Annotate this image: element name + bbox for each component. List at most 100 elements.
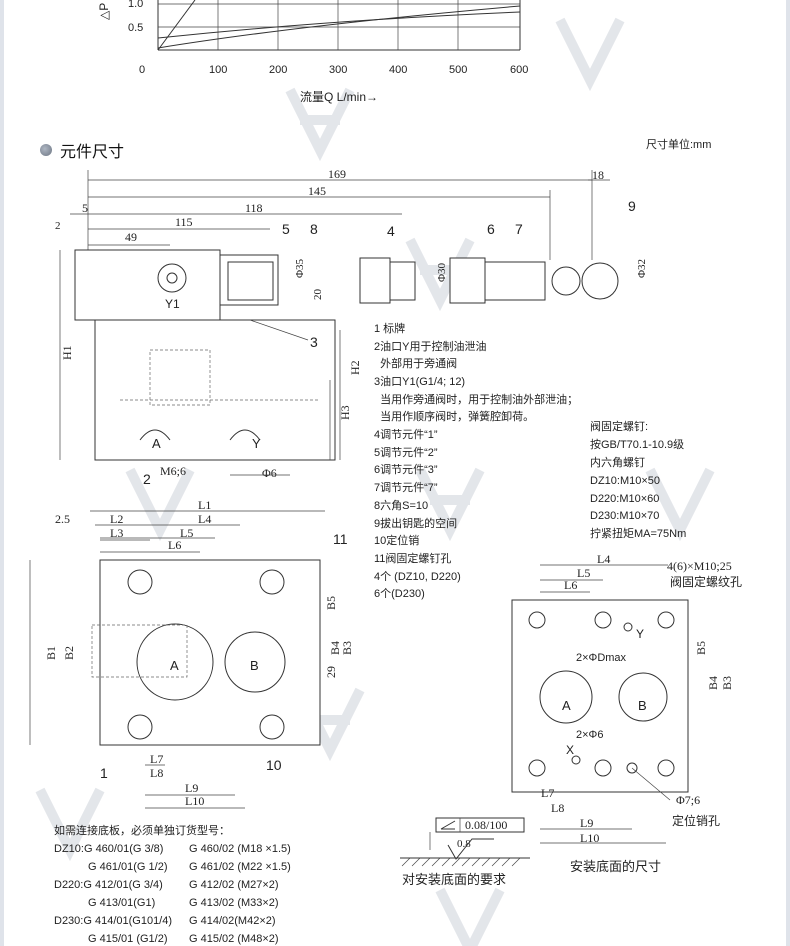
svg-text:B4: B4 — [706, 676, 720, 690]
svg-text:1 标牌: 1 标牌 — [374, 321, 405, 335]
svg-text:阀固定螺钉:: 阀固定螺钉: — [590, 419, 648, 433]
x-tick: 600 — [510, 64, 528, 76]
svg-text:按GB/T70.1-10.9级: 按GB/T70.1-10.9级 — [590, 437, 684, 451]
section-heading: 元件尺寸 — [40, 138, 124, 162]
svg-text:当用作顺序阀时，弹簧腔卸荷。: 当用作顺序阀时，弹簧腔卸荷。 — [374, 409, 534, 423]
svg-text:11: 11 — [333, 531, 348, 547]
y-tick: 1.0 — [128, 0, 143, 10]
svg-text:A: A — [170, 658, 179, 673]
svg-text:DZ10:M10×50: DZ10:M10×50 — [590, 475, 660, 487]
svg-text:L8: L8 — [551, 801, 564, 815]
svg-text:8: 8 — [310, 221, 318, 237]
svg-text:B5: B5 — [324, 596, 338, 610]
svg-text:DZ10:G 460/01(G 3/8): DZ10:G 460/01(G 3/8) — [54, 843, 163, 855]
svg-text:L1: L1 — [198, 498, 211, 512]
svg-text:Y: Y — [252, 436, 261, 451]
svg-text:Φ35: Φ35 — [294, 258, 306, 278]
svg-text:L10: L10 — [185, 794, 204, 808]
valve-top-view: L1 2.5 L2 L4 L3 L5 L6 A B B1 B2 B3 B4 B5… — [29, 498, 354, 809]
y-tick: 0.5 — [128, 22, 143, 34]
svg-text:2油口Y用于控制油泄油: 2油口Y用于控制油泄油 — [374, 339, 486, 353]
screws-list: 阀固定螺钉: 按GB/T70.1-10.9级 内六角螺钉 DZ10:M10×50… — [590, 419, 686, 540]
svg-text:7: 7 — [515, 221, 523, 237]
callout-labels: 3 4 5 8 6 7 9 2 11 1 10 — [100, 198, 636, 781]
svg-text:0.8: 0.8 — [457, 838, 471, 850]
svg-text:M6;6: M6;6 — [160, 464, 186, 478]
right-border — [786, 0, 790, 946]
svg-text:9: 9 — [628, 198, 636, 214]
svg-text:安装底面的尺寸: 安装底面的尺寸 — [570, 859, 661, 874]
svg-text:Y: Y — [636, 627, 644, 641]
svg-text:G 413/01(G1): G 413/01(G1) — [88, 897, 155, 909]
svg-text:G 461/01(G 1/2): G 461/01(G 1/2) — [88, 861, 168, 873]
svg-text:内六角螺钉: 内六角螺钉 — [590, 455, 645, 469]
svg-text:3油口Y1(G1/4; 12): 3油口Y1(G1/4; 12) — [374, 374, 465, 388]
svg-text:L6: L6 — [168, 538, 181, 552]
svg-text:9拔出钥匙的空间: 9拔出钥匙的空间 — [374, 516, 457, 530]
svg-text:B1: B1 — [44, 646, 58, 660]
adjust-elements: Φ30 Φ32 — [359, 257, 648, 304]
svg-text:G 412/02 (M27×2): G 412/02 (M27×2) — [189, 879, 279, 891]
svg-text:G 415/01 (G1/2): G 415/01 (G1/2) — [88, 933, 168, 945]
svg-text:18: 18 — [592, 168, 604, 182]
svg-text:A: A — [152, 436, 161, 451]
svg-text:7调节元件“7”: 7调节元件“7” — [374, 481, 438, 494]
svg-text:B: B — [638, 698, 647, 713]
svg-text:G 413/02 (M33×2): G 413/02 (M33×2) — [189, 897, 279, 909]
parts-list: 1 标牌 2油口Y用于控制油泄油 外部用于旁通阀 3油口Y1(G1/4; 12)… — [374, 321, 578, 600]
svg-text:Φ32: Φ32 — [636, 259, 648, 278]
svg-text:X: X — [566, 743, 574, 757]
valve-side-view: H1 H2 H3 20 Φ35 Y1 A Y M6;6 Φ6 — [59, 249, 362, 480]
svg-text:49: 49 — [125, 230, 137, 244]
svg-text:6: 6 — [487, 221, 495, 237]
svg-text:1: 1 — [100, 765, 108, 781]
svg-text:L10: L10 — [580, 831, 599, 845]
unit-note: 尺寸单位:mm — [646, 139, 712, 151]
svg-text:G 461/02 (M22 ×1.5): G 461/02 (M22 ×1.5) — [189, 861, 291, 873]
svg-text:115: 115 — [175, 215, 193, 229]
svg-text:2: 2 — [143, 471, 151, 487]
svg-text:10: 10 — [266, 757, 282, 773]
svg-text:G 415/02 (M48×2): G 415/02 (M48×2) — [189, 933, 279, 945]
svg-text:2.5: 2.5 — [55, 512, 70, 526]
mounting-face: L4 L5 L6 4(6)×M10;25 阀固定螺纹孔 2×ΦDmax 2×Φ6… — [511, 552, 742, 874]
svg-text:B3: B3 — [340, 641, 354, 655]
svg-text:B4: B4 — [328, 641, 342, 655]
svg-text:20: 20 — [312, 289, 324, 301]
svg-text:11阀固定螺钉孔: 11阀固定螺钉孔 — [374, 551, 451, 565]
svg-text:5: 5 — [82, 201, 88, 215]
section-title: 元件尺寸 — [60, 144, 125, 161]
svg-text:118: 118 — [245, 201, 263, 215]
x-tick: 100 — [209, 64, 227, 76]
svg-text:4: 4 — [387, 223, 395, 239]
svg-text:L5: L5 — [577, 566, 590, 580]
svg-text:D230:M10×70: D230:M10×70 — [590, 510, 659, 522]
svg-text:6调节元件“3”: 6调节元件“3” — [374, 463, 438, 476]
svg-text:8六角S=10: 8六角S=10 — [374, 499, 428, 512]
svg-text:Φ6: Φ6 — [262, 466, 277, 480]
svg-text:Y1: Y1 — [165, 297, 180, 311]
svg-text:L5: L5 — [180, 526, 193, 540]
svg-text:3: 3 — [310, 334, 318, 350]
svg-text:G 460/02 (M18 ×1.5): G 460/02 (M18 ×1.5) — [189, 843, 291, 855]
svg-text:2: 2 — [55, 220, 61, 232]
svg-text:L8: L8 — [150, 766, 163, 780]
svg-text:Φ7;6: Φ7;6 — [676, 793, 700, 807]
svg-text:169: 169 — [328, 167, 346, 181]
svg-text:H3: H3 — [338, 405, 352, 420]
flow-chart: △P 1.0 0.5 0 100 200 300 400 500 600 流量Q… — [97, 0, 528, 104]
svg-text:D220:G 412/01(G 3/4): D220:G 412/01(G 3/4) — [54, 879, 163, 891]
svg-text:2×Φ6: 2×Φ6 — [576, 729, 603, 741]
svg-text:L7: L7 — [541, 786, 554, 800]
svg-text:0.08/100: 0.08/100 — [465, 818, 507, 832]
svg-text:5调节元件“2”: 5调节元件“2” — [374, 446, 438, 459]
svg-text:B: B — [250, 658, 259, 673]
svg-text:L4: L4 — [597, 552, 610, 566]
svg-text:A: A — [562, 698, 571, 713]
svg-text:L7: L7 — [150, 752, 163, 766]
svg-text:H1: H1 — [60, 345, 74, 360]
svg-text:对安装底面的要求: 对安装底面的要求 — [402, 872, 506, 887]
svg-text:L9: L9 — [580, 816, 593, 830]
